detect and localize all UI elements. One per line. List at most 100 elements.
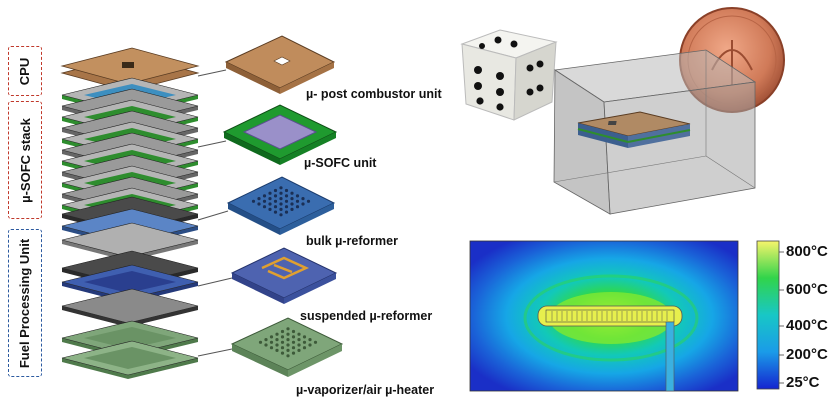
temperature-colorbar bbox=[756, 240, 784, 390]
grid-dot bbox=[275, 332, 279, 336]
grid-dot bbox=[273, 199, 278, 203]
dice-image bbox=[460, 29, 558, 121]
colorbar-tick-600: 600°C bbox=[786, 281, 828, 298]
grid-dot bbox=[257, 197, 261, 201]
grid-dot bbox=[280, 335, 285, 339]
bulk-reformer-label: bulk µ-reformer bbox=[306, 234, 398, 248]
fuel-plate bbox=[61, 288, 199, 324]
grid-dot bbox=[269, 340, 274, 344]
grid-dot bbox=[268, 191, 272, 195]
grid-dot bbox=[280, 329, 285, 334]
grid-dot bbox=[262, 199, 267, 203]
bulk-reformer-render bbox=[226, 176, 336, 235]
grid-dot bbox=[286, 354, 290, 358]
grid-dot bbox=[268, 207, 272, 211]
insulation-box bbox=[553, 49, 757, 215]
grid-dot bbox=[264, 343, 268, 347]
grid-dot bbox=[291, 351, 296, 355]
grid-dot bbox=[301, 202, 305, 206]
thermal-simulation bbox=[469, 240, 739, 392]
grid-dot bbox=[290, 202, 294, 206]
colorbar-tick-25: 25°C bbox=[786, 374, 820, 391]
grid-dot bbox=[275, 338, 279, 342]
grid-dot bbox=[295, 199, 300, 203]
grid-dot bbox=[308, 338, 312, 342]
grid-dot bbox=[290, 197, 294, 201]
grid-dot bbox=[297, 332, 301, 336]
grid-dot bbox=[268, 197, 272, 201]
grid-dot bbox=[286, 343, 290, 347]
grid-dot bbox=[306, 199, 311, 203]
grid-dot bbox=[280, 340, 285, 344]
sofc-unit-label: µ-SOFC unit bbox=[304, 156, 377, 170]
exploded-stack bbox=[60, 47, 200, 379]
grid-dot bbox=[280, 351, 285, 355]
grid-dot bbox=[286, 332, 290, 336]
grid-dot bbox=[279, 207, 283, 211]
fuel-plate bbox=[61, 222, 199, 258]
colorbar-tick-400: 400°C bbox=[786, 317, 828, 334]
grid-dot bbox=[273, 188, 278, 193]
grid-dot bbox=[297, 348, 301, 352]
grid-dot bbox=[290, 191, 294, 195]
sofc-stack-label-text: µ-SOFC stack bbox=[17, 117, 33, 203]
grid-dot bbox=[284, 210, 289, 214]
fuel-processing-side-label: Fuel Processing Unit bbox=[8, 229, 42, 377]
suspended-reformer-render bbox=[230, 247, 338, 304]
grid-dot bbox=[295, 205, 300, 209]
grid-dot bbox=[269, 346, 274, 350]
grid-dot bbox=[284, 199, 289, 203]
fuel-processing-layers bbox=[61, 196, 199, 379]
grid-dot bbox=[284, 188, 289, 193]
grid-dot bbox=[269, 335, 274, 339]
sofc-stack-side-label: µ-SOFC stack bbox=[8, 101, 42, 219]
grid-dot bbox=[262, 205, 267, 209]
grid-dot bbox=[290, 207, 294, 211]
grid-dot bbox=[257, 202, 261, 206]
grid-dot bbox=[302, 346, 307, 350]
sofc-unit-render bbox=[222, 104, 338, 165]
grid-dot bbox=[297, 338, 301, 342]
grid-dot bbox=[268, 202, 272, 206]
grid-dot bbox=[308, 343, 312, 347]
grid-dot bbox=[291, 329, 296, 334]
grid-dot bbox=[275, 343, 279, 347]
grid-dot bbox=[284, 194, 289, 198]
grid-dot bbox=[291, 340, 296, 344]
sofc-stack-layers bbox=[61, 77, 199, 226]
grid-dot bbox=[280, 346, 285, 350]
cpu-side-label: CPU bbox=[8, 46, 42, 96]
grid-dot bbox=[258, 340, 263, 344]
suspended-reformer-label: suspended µ-reformer bbox=[300, 309, 433, 323]
connector-lines bbox=[197, 69, 233, 357]
cpu-layers bbox=[60, 47, 200, 92]
vaporizer-heater-render bbox=[230, 317, 344, 377]
grid-dot bbox=[295, 194, 300, 198]
cpu-label-text: CPU bbox=[17, 57, 33, 85]
grid-dot bbox=[301, 197, 305, 201]
grid-dot bbox=[262, 194, 267, 198]
grid-dot bbox=[279, 213, 283, 217]
grid-dot bbox=[291, 346, 296, 350]
grid-dot bbox=[273, 205, 278, 209]
grid-dot bbox=[279, 197, 283, 201]
grid-dot bbox=[286, 338, 290, 342]
grid-dot bbox=[279, 186, 283, 190]
grid-dot bbox=[313, 340, 318, 344]
grid-dot bbox=[251, 199, 256, 203]
grid-dot bbox=[273, 210, 278, 214]
post-combustor-render bbox=[224, 35, 336, 94]
grid-dot bbox=[302, 335, 307, 339]
grid-dot bbox=[291, 335, 296, 339]
colorbar-tick-800: 800°C bbox=[786, 243, 828, 260]
package-3d-view bbox=[460, 7, 785, 215]
grid-dot bbox=[273, 194, 278, 198]
vaporizer-heater-label: µ-vaporizer/air µ-heater bbox=[296, 383, 435, 397]
post-combustor-label: µ- post combustor unit bbox=[306, 87, 442, 101]
grid-dot bbox=[275, 348, 279, 352]
grid-dot bbox=[279, 202, 283, 206]
fuel-processing-label-text: Fuel Processing Unit bbox=[17, 238, 33, 368]
grid-dot bbox=[284, 205, 289, 209]
grid-dot bbox=[297, 343, 301, 347]
